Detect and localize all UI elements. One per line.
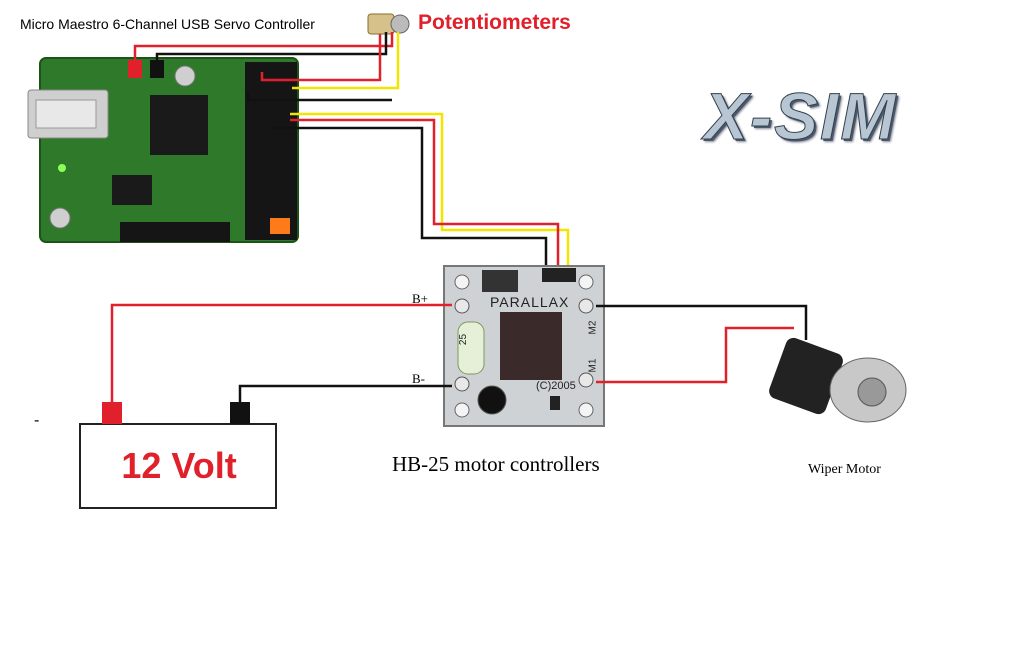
power-wires bbox=[110, 303, 808, 402]
m1-label: M1 bbox=[587, 358, 599, 373]
b-plus-label: B+ bbox=[412, 291, 429, 306]
fuse-label: 25 bbox=[458, 333, 470, 346]
battery-label: 12 Volt bbox=[121, 445, 237, 486]
xsim-logo: X-SIM bbox=[703, 79, 898, 154]
wiper-motor-title: Wiper Motor bbox=[808, 462, 881, 477]
hb25-title: HB-25 motor controllers bbox=[392, 452, 600, 476]
wiper-motor bbox=[769, 337, 907, 423]
hb25-board bbox=[443, 265, 605, 427]
potentiometer bbox=[367, 13, 410, 35]
maestro-title: Micro Maestro 6-Channel USB Servo Contro… bbox=[20, 16, 315, 32]
signal-wires bbox=[270, 112, 570, 272]
copyright-label: (C)2005 bbox=[536, 380, 576, 392]
parallax-brand: PARALLAX bbox=[490, 294, 570, 310]
m2-label: M2 bbox=[587, 320, 599, 335]
pot-wires bbox=[133, 32, 400, 102]
dash-mark: - bbox=[34, 412, 40, 429]
potentiometers-title: Potentiometers bbox=[418, 11, 571, 34]
battery bbox=[79, 402, 277, 509]
b-minus-label: B- bbox=[412, 371, 425, 386]
maestro-board bbox=[27, 57, 299, 243]
